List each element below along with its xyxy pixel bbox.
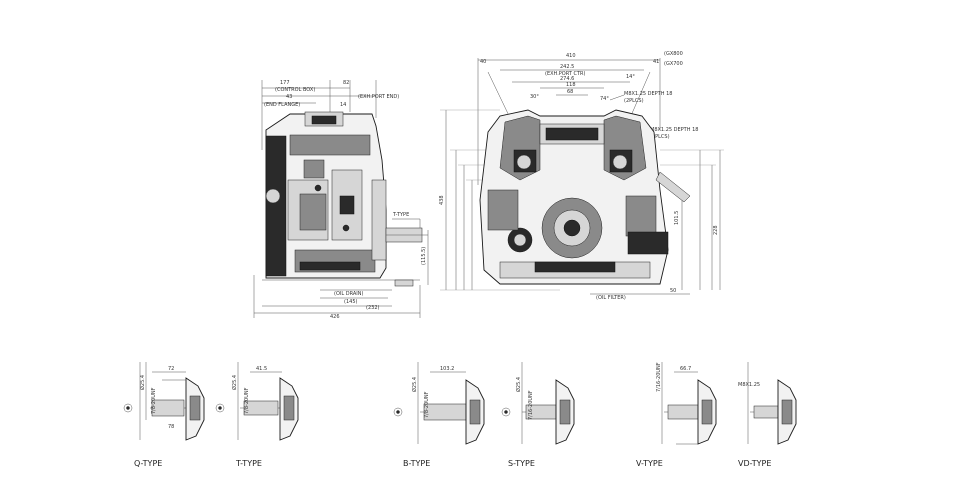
dim-274-6: 274.6 [560, 76, 574, 82]
s-dim-thread: 7/16-20UNF [528, 390, 534, 420]
s-dim-dia: Ø25.4 [515, 377, 522, 392]
callout-m8-1: M8X1.25 DEPTH 18 [624, 91, 672, 97]
callout-plcs-2: (2PLCS) [650, 134, 670, 140]
dim-gx800: (GX800 [664, 51, 683, 57]
dim-exh-port-ctr: (EXH.PORT CTR) [545, 71, 586, 77]
shaft-vd-type: M8X1.25 VD-TYPE [738, 362, 797, 468]
label-q-type: Q-TYPE [134, 459, 162, 468]
dim-177: 177 [280, 80, 290, 86]
dim-43: 43 [286, 94, 292, 100]
dim-115-5: (115.5) [421, 247, 427, 265]
q-dim-dia: Ø25.4 [139, 375, 146, 390]
q-dim-78: 78 [168, 424, 174, 430]
dim-426: 426 [330, 314, 340, 320]
shaft-t-type: 41.5 Ø25.4 7/8-20UNF T-TYPE [215, 362, 299, 468]
t-dim-dia: Ø25.4 [231, 375, 238, 390]
dim-228: 228 [713, 225, 719, 235]
dim-oil-filter: (OIL FILTER) [596, 295, 626, 301]
t-dim-41-5: 41.5 [256, 366, 267, 372]
dim-oil-drain: (OIL DRAIN) [334, 291, 363, 297]
t-dim-thread: 7/8-20UNF [244, 387, 250, 414]
v-dim-thread: 7/16-20UNF [656, 362, 662, 392]
shaft-v-type: 66.7 7/16-20UNF V-TYPE [636, 362, 717, 468]
dim-68: 68 [567, 89, 573, 95]
callout-plcs-1: (2PLCS) [624, 98, 644, 104]
dim-145: (145) [344, 299, 357, 305]
dim-242-5: 242.5 [560, 64, 574, 70]
dim-438: 438 [439, 195, 445, 205]
label-t-type: T-TYPE [235, 459, 262, 468]
dim-41: 41 [653, 59, 659, 65]
angle-74: 74° [600, 96, 609, 102]
front-view: 40 410 41 (GX800 (GX700 242.5 (EXH.PORT … [439, 51, 724, 301]
b-dim-103-2: 103.2 [440, 366, 454, 372]
dim-14: 14 [340, 102, 346, 108]
label-t-type-shaft: T-TYPE [392, 212, 409, 218]
q-dim-thread: 7/8-20UNF [151, 387, 157, 414]
b-dim-thread: 7/8-20UNF [424, 391, 430, 418]
callout-m8-2: M8X1.25 DEPTH 18 [650, 127, 698, 133]
dim-control-box: (CONTROL BOX) [275, 87, 315, 93]
angle-14: 14° [626, 74, 635, 80]
dim-40: 40 [480, 59, 486, 65]
dim-410: 410 [566, 53, 576, 59]
label-s-type: S-TYPE [508, 459, 535, 468]
dim-101-5: 101.5 [674, 211, 680, 225]
vd-dim-m8: M8X1.25 [738, 382, 760, 388]
side-view: 177 (CONTROL BOX) 82 43 (END FLANGE) 14 … [253, 80, 429, 320]
dim-118: 118 [566, 82, 576, 88]
label-v-type: V-TYPE [636, 459, 663, 468]
shaft-s-type: Ø25.4 7/16-20UNF S-TYPE [501, 362, 575, 468]
dim-end-flange: (END FLANGE) [264, 102, 300, 108]
shaft-b-type: 103.2 Ø25.4 7/8-20UNF B-TYPE [393, 362, 485, 468]
b-dim-dia: Ø25.4 [411, 377, 418, 392]
label-b-type: B-TYPE [403, 459, 430, 468]
q-dim-72: 72 [168, 366, 174, 372]
shaft-q-type: 72 78 Ø25.4 7/8-20UNF Q-TYPE [123, 362, 205, 468]
dim-82: 82 [343, 80, 349, 86]
dim-gx700: (GX700 [664, 61, 683, 67]
dim-50: 50 [670, 288, 676, 294]
label-vd-type: VD-TYPE [738, 459, 771, 468]
angle-30: 30° [530, 94, 539, 100]
dim-232: (232) [366, 305, 379, 311]
v-dim-66-7: 66.7 [680, 366, 691, 372]
dim-exh-port-end: (EXH.PORT END) [358, 94, 399, 100]
